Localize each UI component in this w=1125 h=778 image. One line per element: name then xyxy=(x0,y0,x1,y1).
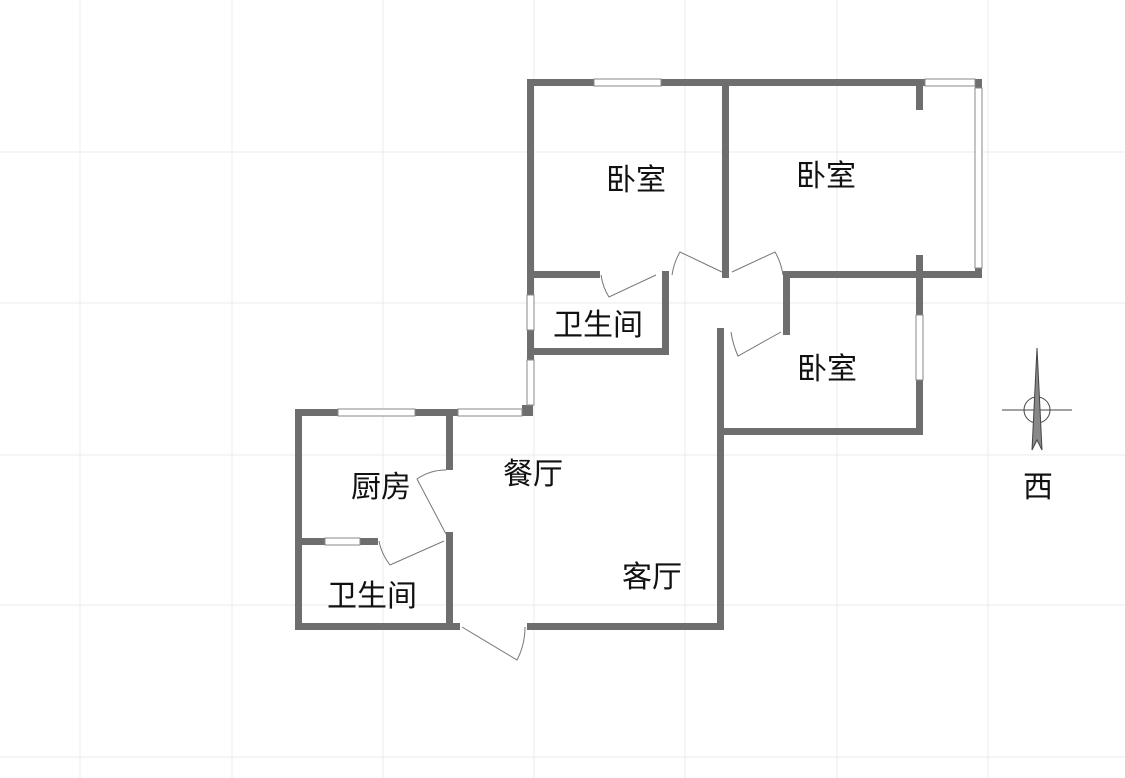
room-label-dining: 餐厅 xyxy=(503,457,563,492)
room-label-bathroom-2: 卫生间 xyxy=(327,579,417,614)
compass-direction-label: 西 xyxy=(1023,470,1053,505)
room-label-bedroom-2: 卧室 xyxy=(796,159,856,194)
room-label-living: 客厅 xyxy=(622,560,682,595)
walls xyxy=(295,79,982,630)
windows xyxy=(324,78,983,546)
room-label-bedroom-1: 卧室 xyxy=(606,163,666,198)
compass-icon xyxy=(1002,347,1072,451)
room-label-bathroom-1: 卫生间 xyxy=(553,308,643,343)
room-label-bedroom-3: 卧室 xyxy=(797,352,857,387)
doors xyxy=(378,251,784,661)
room-label-kitchen: 厨房 xyxy=(351,470,411,505)
